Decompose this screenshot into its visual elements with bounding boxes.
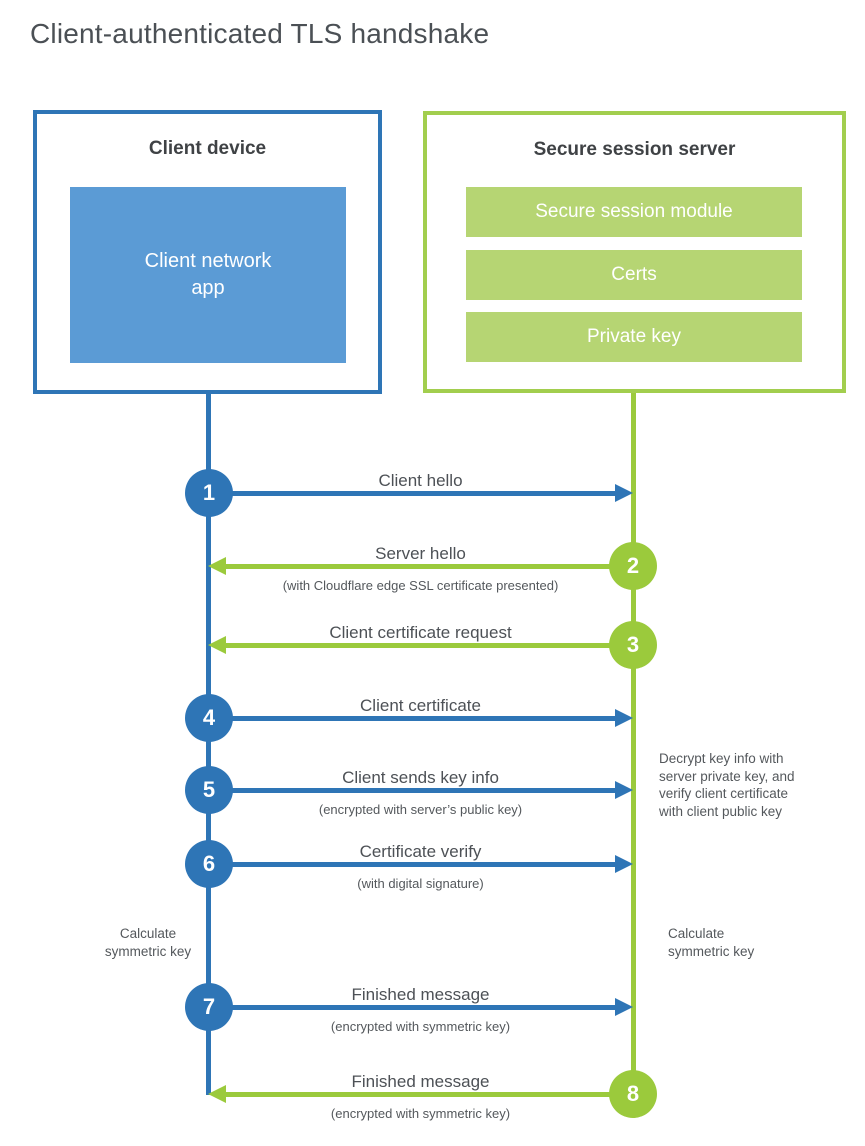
- step-8-sublabel: (encrypted with symmetric key): [330, 1106, 511, 1121]
- step-7-label: Finished message: [351, 985, 490, 1004]
- secure-session-server-box: Secure session server Secure session mod…: [423, 111, 846, 393]
- secure-session-module-bar: Secure session module: [466, 187, 802, 237]
- step-1-arrowhead-right-icon: [615, 484, 633, 502]
- calculate-symmetric-key-right: Calculate symmetric key: [668, 926, 755, 959]
- step-8-arrow-line: [224, 1092, 633, 1097]
- step-2-number-badge: 2: [609, 542, 657, 590]
- secure-session-server-title: Secure session server: [533, 139, 736, 160]
- client-lifeline: [206, 394, 211, 1095]
- client-device-box: Client device Client network app: [33, 110, 382, 394]
- step-6-number-badge: 6: [185, 840, 233, 888]
- step-4-arrow-line: [209, 716, 617, 721]
- step-3-arrowhead-left-icon: [208, 636, 226, 654]
- step-8-arrowhead-left-icon: [208, 1085, 226, 1103]
- step-2-sublabel: (with Cloudflare edge SSL certificate pr…: [282, 578, 559, 593]
- step-3-label: Client certificate request: [329, 623, 512, 642]
- step-1-number-badge: 1: [185, 469, 233, 517]
- step-5-arrowhead-right-icon: [615, 781, 633, 799]
- step-7-number-badge: 7: [185, 983, 233, 1031]
- step-5-sublabel: (encrypted with server’s public key): [318, 802, 523, 817]
- step-4-arrowhead-right-icon: [615, 709, 633, 727]
- step-3-number-badge: 3: [609, 621, 657, 669]
- step-2-arrow-line: [224, 564, 633, 569]
- step-2-label: Server hello: [375, 544, 466, 563]
- step-1-label: Client hello: [378, 471, 463, 490]
- certs-bar: Certs: [466, 250, 802, 300]
- private-key-bar: Private key: [466, 312, 802, 362]
- step-5-arrow-line: [209, 788, 617, 793]
- step-8-number-badge: 8: [609, 1070, 657, 1118]
- client-device-title: Client device: [148, 138, 267, 159]
- decrypt-key-note: Decrypt key info with server private key…: [659, 751, 795, 819]
- server-lifeline: [631, 392, 636, 1095]
- step-8-label: Finished message: [351, 1072, 490, 1091]
- client-network-app-box: Client network app: [70, 187, 346, 363]
- calculate-symmetric-key-left: Calculate symmetric key: [104, 926, 192, 959]
- step-4-label: Client certificate: [360, 696, 481, 715]
- step-7-arrow-line: [209, 1005, 617, 1010]
- step-6-arrowhead-right-icon: [615, 855, 633, 873]
- step-4-number-badge: 4: [185, 694, 233, 742]
- step-5-number-badge: 5: [185, 766, 233, 814]
- page-title: Client-authenticated TLS handshake: [30, 18, 490, 49]
- step-1-arrow-line: [209, 491, 617, 496]
- step-7-sublabel: (encrypted with symmetric key): [330, 1019, 511, 1034]
- step-7-arrowhead-right-icon: [615, 998, 633, 1016]
- step-3-arrow-line: [224, 643, 633, 648]
- step-6-label: Certificate verify: [359, 842, 482, 861]
- step-6-arrow-line: [209, 862, 617, 867]
- step-2-arrowhead-left-icon: [208, 557, 226, 575]
- step-6-sublabel: (with digital signature): [357, 876, 484, 891]
- step-5-label: Client sends key info: [342, 768, 499, 787]
